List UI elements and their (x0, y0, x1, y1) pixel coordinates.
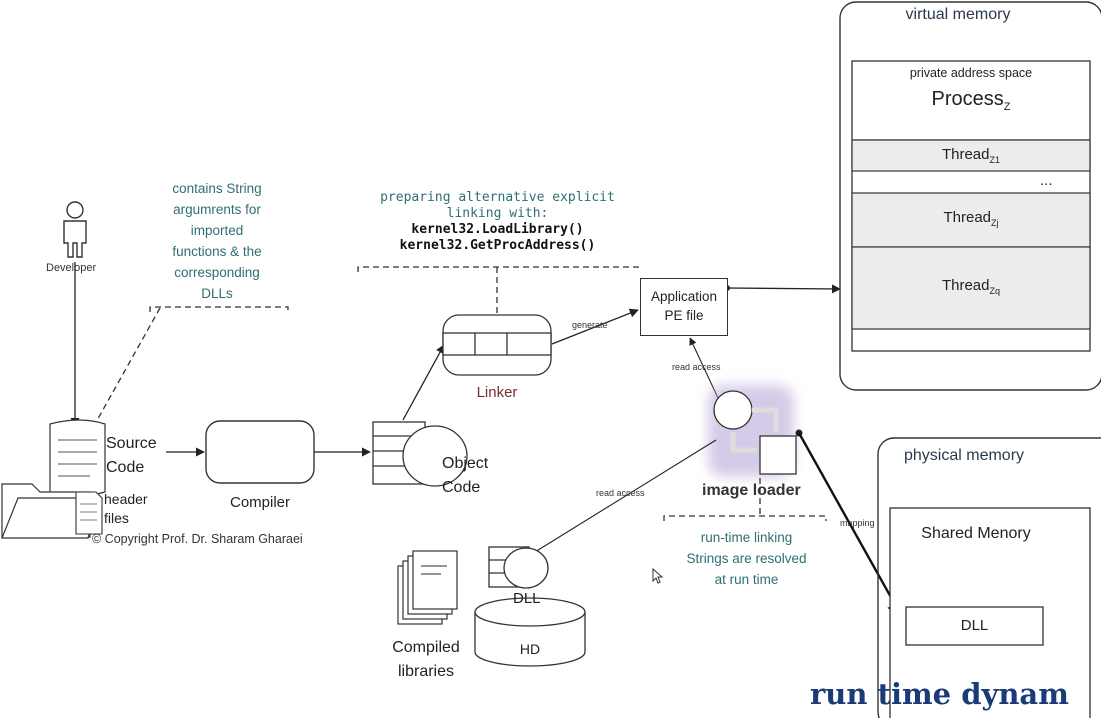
physical-dll-label: DLL (960, 617, 989, 634)
hd-cylinder-icon (474, 597, 586, 667)
virtual-memory-title: virtual memory (905, 6, 1011, 23)
strings-note-bracket (149, 306, 289, 312)
explicit-note-bracket (357, 266, 639, 272)
thread-zj-label: ThreadZj (943, 209, 999, 228)
physical-memory-title: physical memory (904, 447, 1025, 464)
application-pe-file-box: Application PE file (640, 278, 728, 336)
shared-memory-label: Shared Menory (921, 525, 1031, 542)
object-to-linker-arrow (402, 344, 445, 421)
thread-ellipsis: ... (1040, 172, 1053, 189)
compiler-label: Compiler (229, 494, 290, 511)
read-access-top-arrow (689, 337, 719, 399)
process-label: ProcessZ (931, 88, 1011, 113)
thread-zq-row (851, 246, 1091, 330)
physical-memory-container (877, 437, 1101, 718)
banner-title: run time dynam (810, 677, 1069, 711)
developer-label: Developer (46, 262, 97, 274)
dll-label: DLL (513, 590, 541, 607)
explicit-linking-note: preparing alternative explicit linking w… (380, 190, 615, 253)
mapping-arrow (797, 432, 904, 619)
thread-zq-label: ThreadZq (941, 277, 1001, 296)
compiled-libraries-label: Compiled libraries (392, 639, 460, 680)
virtual-memory-container (839, 1, 1101, 391)
pe-to-virtual-memory-arrow (726, 284, 841, 294)
physical-dll-box (905, 606, 1044, 646)
runtime-note-bracket (663, 515, 827, 521)
strings-note: contains String argumrents for imported … (172, 181, 262, 301)
linker-label: Linker (476, 384, 518, 401)
dll-icon (488, 546, 549, 589)
mouse-cursor-icon (652, 567, 664, 584)
read-access-left-label: read access (596, 488, 645, 498)
image-loader-icon (713, 390, 797, 475)
strings-note-leader (94, 307, 161, 425)
linker-box (442, 314, 552, 376)
copyright-text: © Copyright Prof. Dr. Sharam Gharaei (92, 532, 303, 546)
runtime-linking-note: run-time linking Strings are resolved at… (686, 530, 807, 587)
private-address-space-label: private address space (909, 66, 1033, 80)
header-files-label: header files (104, 491, 148, 526)
hd-label: HD (519, 641, 541, 657)
mapping-label: mapping (840, 518, 875, 528)
thread-zj-row (851, 192, 1091, 248)
thread-z1-label: ThreadZ1 (941, 146, 1001, 165)
compiler-box (205, 420, 315, 484)
generate-label: generate (572, 320, 608, 330)
object-code-icon (372, 421, 468, 487)
image-loader-label: image loader (702, 482, 801, 499)
read-access-left-arrow (521, 439, 717, 561)
thread-z1-row (851, 139, 1091, 172)
source-code-label: Source Code (106, 435, 157, 476)
source-code-icon (49, 419, 106, 497)
compiled-libraries-icon (397, 550, 458, 625)
header-file-icon (75, 491, 103, 535)
developer-person-icon (63, 201, 87, 258)
read-access-top-label: read access (672, 362, 721, 372)
generate-arrow (551, 308, 639, 345)
object-code-label: Object Code (442, 455, 489, 496)
